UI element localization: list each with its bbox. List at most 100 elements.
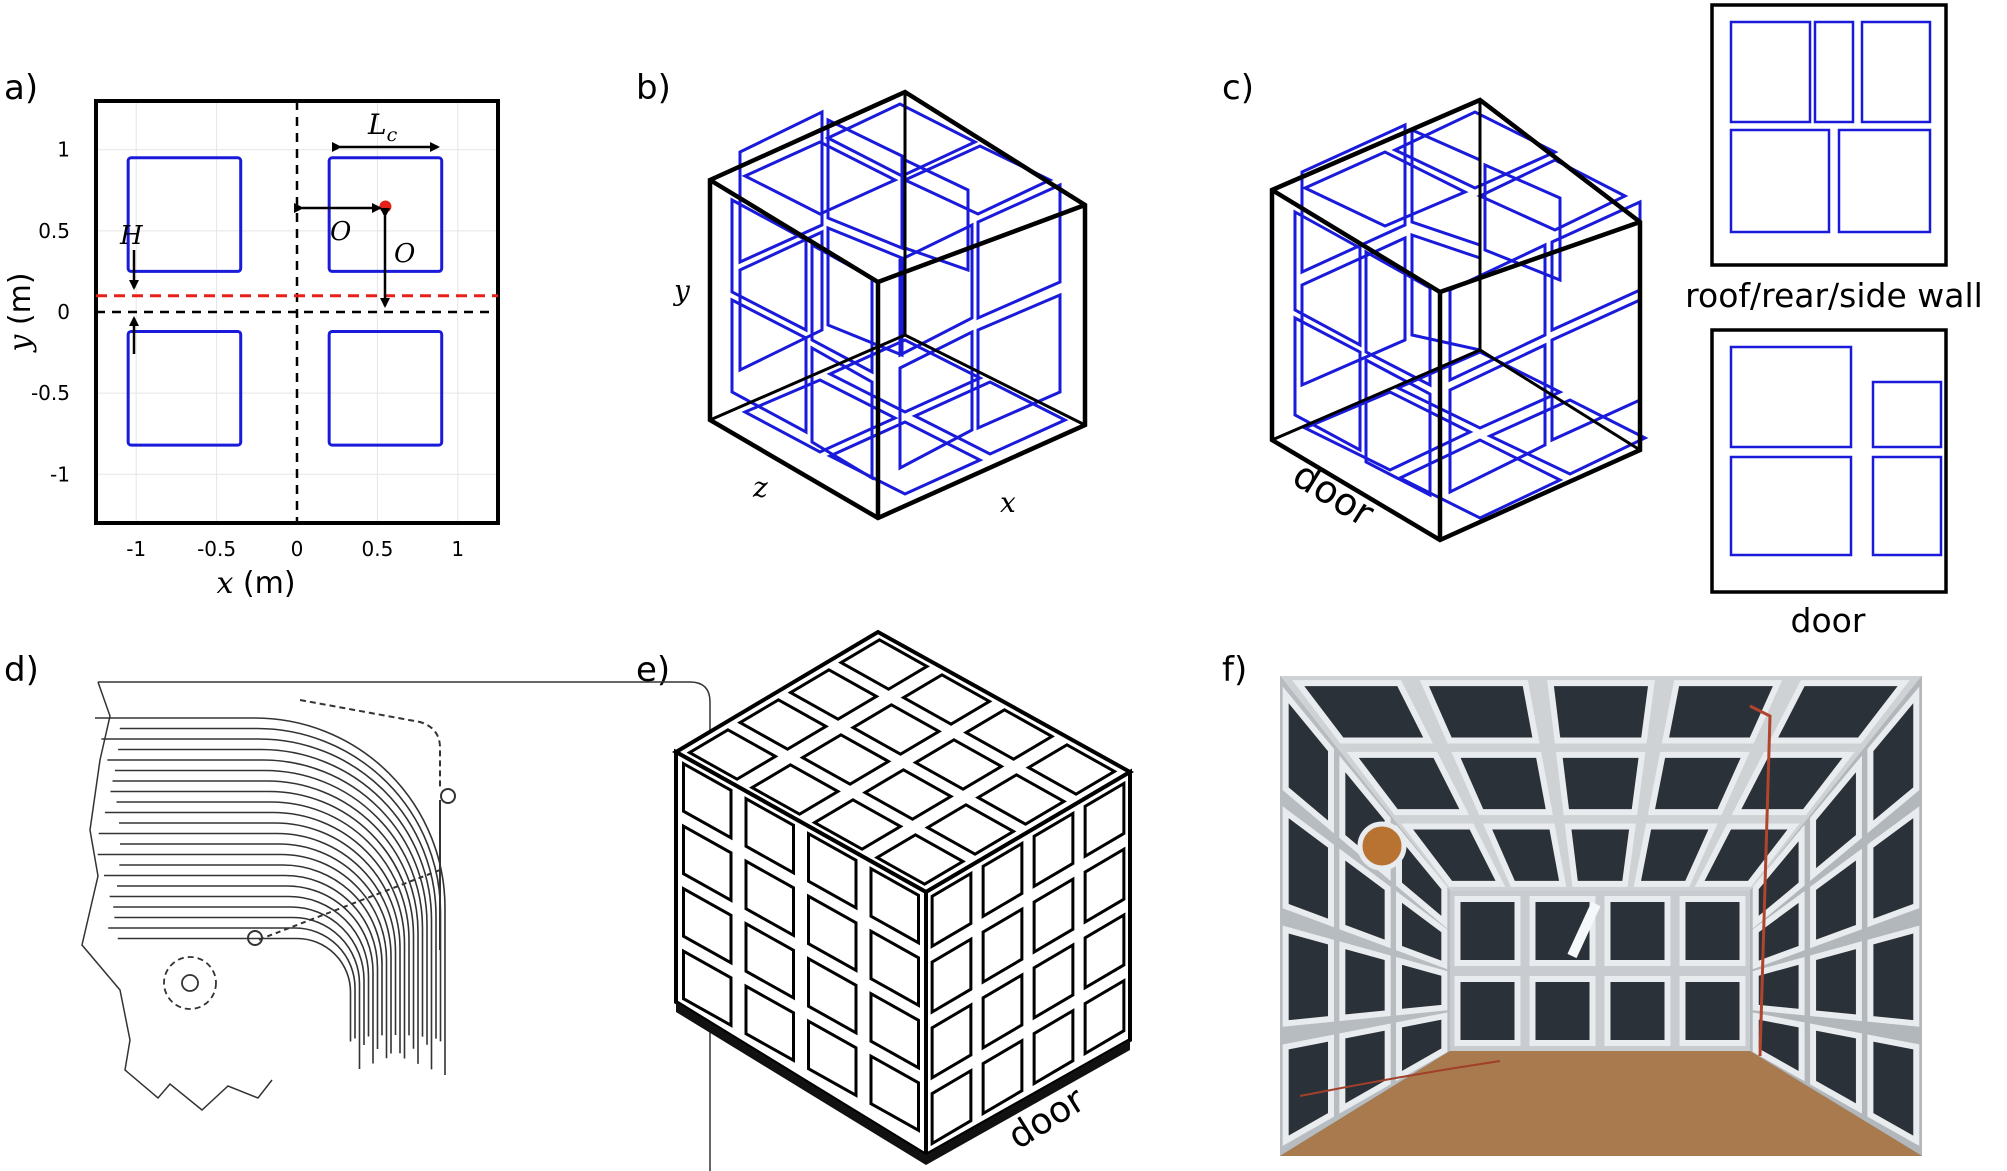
frame-cell [981,972,1024,1051]
frame-cell [981,906,1024,985]
frame-cell [930,870,973,949]
frame-cell [1025,743,1118,796]
panel-label-e: e) [636,650,671,690]
window-panel [1679,896,1746,966]
frame-cell [686,728,779,781]
o-v-label: O [394,239,415,269]
frame-cell [807,893,858,973]
window-panel [1555,751,1646,816]
window-panel [1419,680,1540,744]
cable-line [112,780,419,1064]
window-panel [1867,806,1920,928]
panel-e-structure: door [671,629,1135,1165]
cable-line [119,843,392,1054]
back-wall [1450,891,1750,1051]
door-label: door [1285,452,1382,535]
frame-cells [682,638,1126,1147]
frame-cell [981,840,1024,919]
frame-cell [1032,942,1075,1021]
wall-caption: roof/rear/side wall [1685,276,1983,315]
panel-label-a: a) [4,68,39,108]
coil-wireframe [1293,110,1649,520]
cable-line [114,769,424,1037]
frame-cell [869,991,920,1071]
port-outer-ring [163,956,217,1010]
cable-line [110,790,415,1049]
cable-line [104,811,406,1059]
y-tick-labels: 10.50-0.5-1 [31,138,70,487]
window-panel [1604,976,1671,1046]
frame-cell [930,936,973,1015]
panel-label-c: c) [1222,68,1254,108]
cable-line [119,727,442,1042]
frame-cell [912,738,1005,791]
window-panel [1867,1034,1920,1146]
window-panel [1451,751,1553,816]
frame-cell [744,983,795,1063]
window-panel [1282,1034,1334,1146]
window-panel [1694,823,1800,887]
y-tick-label: -0.5 [31,381,70,405]
frame-cell [930,1068,973,1147]
x-tick-label: -1 [126,537,146,561]
frame-cell [799,733,892,786]
x-tick-label: 1 [451,537,464,561]
window-panel [1752,890,1805,970]
frame-cell [682,761,733,841]
frame-cell [682,823,733,903]
window-panel [1346,751,1470,816]
frame-cell [1083,912,1126,991]
lc-label: Lc [367,108,398,146]
x-axis-label: x (m) [216,566,295,601]
cable-line [98,832,397,1035]
o-h-label: O [330,217,351,247]
door-caption: door [1791,601,1866,640]
window-panel [1482,823,1567,887]
frame-cell [850,703,942,756]
y-tick-label: 0.5 [38,219,70,243]
frame-cell [862,768,954,821]
window-panel [1731,751,1855,816]
frame-cell [874,833,966,886]
cable-line [119,822,401,1054]
cable-line [97,853,388,1059]
frame-cell [838,638,930,691]
window-panel [1396,824,1448,929]
window-panel [1282,925,1334,1027]
window-panel [1547,680,1655,744]
frame-cell [749,763,841,816]
axis-x-label: x [1000,486,1016,519]
panel-outline-top [98,681,711,1171]
frame-cell [744,858,795,938]
frame-cell [807,956,858,1036]
cube-frame [1269,97,1643,543]
window-panel [1339,941,1391,1022]
frame-cell [811,798,904,851]
x-tick-label: 0.5 [361,537,393,561]
frame-cell [1032,810,1075,889]
data-points [379,200,392,213]
cable-line [107,759,428,1045]
window-panel [1282,806,1334,928]
cable-bundle [95,717,446,1075]
window-panels [1282,680,1920,1146]
panel-label-f: f) [1222,650,1248,690]
floor-cable [1299,1060,1501,1097]
window-panel [1647,751,1750,816]
window-panel [1661,680,1783,744]
window-panel [1339,1023,1391,1114]
window-panel [1768,680,1910,744]
frame-cell [981,1038,1024,1117]
window-panel [1396,1012,1448,1082]
room-photo [1280,676,1922,1156]
y-tick-label: 1 [57,138,70,162]
frame-cell [975,773,1067,826]
panel-outline-cut [81,681,273,1111]
y-tick-label: 0 [57,300,70,324]
door-layout-frame [1710,328,1948,594]
cable-line [101,738,437,1039]
frame-cell [869,1053,920,1133]
cable-line [114,916,361,1069]
frame-cell [744,796,795,876]
